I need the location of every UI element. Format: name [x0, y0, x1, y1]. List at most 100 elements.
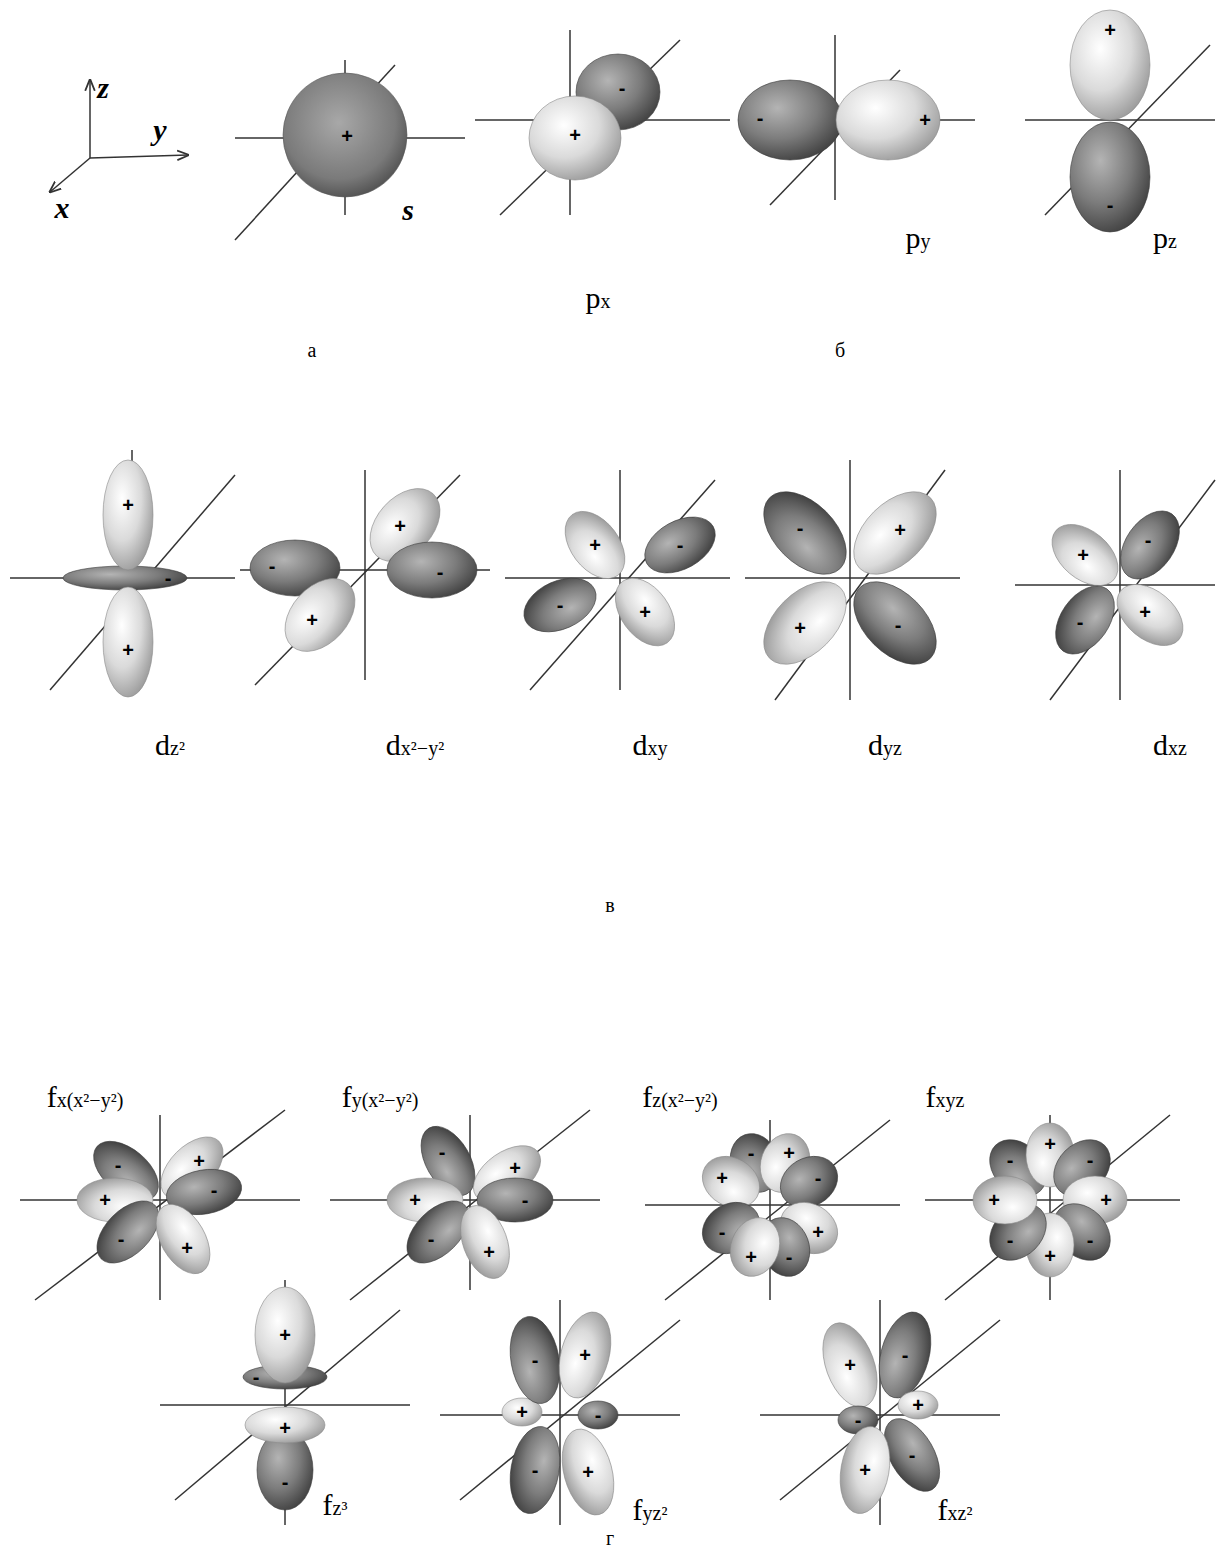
- orbital-lobe: [103, 460, 153, 570]
- axis-line: [350, 1110, 590, 1300]
- orbital-lobe: [1105, 572, 1194, 658]
- phase-sign: +: [988, 1190, 1000, 1210]
- orbital-lobe: [550, 1306, 619, 1403]
- orbital-name: dx²−y²: [386, 730, 444, 760]
- phase-sign: +: [639, 602, 651, 622]
- phase-sign: -: [1107, 195, 1114, 215]
- axis-line: [559, 1300, 561, 1525]
- orbital-name: fxyz: [926, 1082, 965, 1112]
- orbital-lobe: [1070, 122, 1150, 232]
- axis-line: [505, 577, 730, 579]
- orbital-lobe: [504, 1423, 567, 1518]
- phase-sign: -: [786, 1247, 793, 1267]
- phase-sign: -: [1145, 530, 1152, 550]
- phase-sign: -: [719, 1222, 726, 1242]
- phase-sign: -: [115, 1155, 122, 1175]
- orbital-lobe: [529, 96, 621, 180]
- phase-sign: -: [437, 562, 444, 582]
- orbital-name: px: [586, 283, 611, 313]
- phase-sign: +: [181, 1238, 193, 1258]
- orbital-lobe: [283, 73, 407, 197]
- phase-sign: -: [1007, 1150, 1014, 1170]
- orbital-lobe: [387, 542, 477, 598]
- orbital-lobe: [1040, 512, 1129, 598]
- phase-sign: -: [757, 108, 764, 128]
- phase-sign: +: [509, 1158, 521, 1178]
- axis-arrow: [50, 158, 90, 192]
- phase-sign: -: [428, 1229, 435, 1249]
- phase-sign: +: [1139, 602, 1151, 622]
- axis-line: [364, 470, 366, 680]
- orbital-name: fy(x²−y²): [342, 1082, 419, 1112]
- phase-sign: +: [1104, 20, 1116, 40]
- axis-line: [945, 1115, 1170, 1300]
- axis-label: z: [97, 73, 109, 103]
- orbital-lobe: [578, 1401, 618, 1429]
- axis-line: [745, 577, 960, 579]
- phase-sign: -: [855, 1410, 862, 1430]
- orbital-lobe: [603, 567, 687, 657]
- phase-sign: -: [118, 1229, 125, 1249]
- orbital-lobe: [748, 566, 861, 679]
- axis-line: [1025, 119, 1215, 121]
- phase-sign: +: [919, 110, 931, 130]
- phase-sign: -: [797, 518, 804, 538]
- orbital-lobe: [255, 1287, 315, 1383]
- phase-sign: +: [1044, 1134, 1056, 1154]
- orbital-lobe: [722, 1211, 788, 1284]
- orbital-lobe: [504, 1313, 567, 1408]
- orbital-name: dxy: [633, 730, 668, 760]
- orbital-lobe: [738, 80, 842, 160]
- phase-sign: -: [532, 1460, 539, 1480]
- phase-sign: -: [1087, 1230, 1094, 1250]
- axis-triad: [50, 80, 188, 192]
- axis-line: [1015, 584, 1215, 586]
- orbital-lobe: [838, 476, 951, 589]
- phase-sign: -: [1007, 1230, 1014, 1250]
- axis-line: [330, 1199, 600, 1201]
- phase-sign: +: [844, 1355, 856, 1375]
- orbital-lobe: [245, 1407, 325, 1443]
- phase-sign: -: [1087, 1150, 1094, 1170]
- orbital-lobe: [834, 1423, 897, 1518]
- axis-label: s: [402, 195, 414, 225]
- phase-sign: -: [595, 1405, 602, 1425]
- axis-line: [925, 1199, 1180, 1201]
- orbital-name: dz²: [155, 730, 185, 760]
- orbital-name: fyz²: [633, 1495, 668, 1525]
- phase-sign: +: [812, 1222, 824, 1242]
- phase-sign: +: [1077, 545, 1089, 565]
- phase-sign: -: [619, 78, 626, 98]
- orbital-lobe: [1044, 575, 1127, 665]
- phase-sign: +: [582, 1462, 594, 1482]
- axis-label: y: [153, 115, 166, 145]
- panel-letter: г: [606, 1528, 614, 1548]
- phase-sign: -: [557, 595, 564, 615]
- orbital-lobe: [145, 1195, 221, 1283]
- phase-sign: +: [122, 495, 134, 515]
- phase-sign: +: [912, 1395, 924, 1415]
- orbital-name: fz³: [323, 1490, 348, 1520]
- orbital-name: fz(x²−y²): [642, 1082, 717, 1112]
- phase-sign: +: [745, 1247, 757, 1267]
- phase-sign: +: [193, 1151, 205, 1171]
- phase-sign: -: [1077, 612, 1084, 632]
- axis-label: x: [55, 193, 70, 223]
- orbital-lobe: [838, 566, 951, 679]
- axis-arrow: [89, 80, 91, 158]
- phase-sign: +: [279, 1325, 291, 1345]
- axis-line: [159, 1115, 161, 1300]
- panel-letter: а: [308, 340, 317, 360]
- phase-sign: +: [516, 1402, 528, 1422]
- phase-sign: +: [579, 1345, 591, 1365]
- phase-sign: -: [909, 1445, 916, 1465]
- phase-sign: +: [122, 640, 134, 660]
- phase-sign: -: [677, 535, 684, 555]
- phase-sign: +: [341, 126, 353, 146]
- orbital-lobe: [103, 587, 153, 697]
- phase-sign: -: [282, 1472, 289, 1492]
- orbital-lobe: [635, 506, 725, 585]
- orbital-lobe: [553, 1423, 622, 1520]
- phase-sign: +: [589, 535, 601, 555]
